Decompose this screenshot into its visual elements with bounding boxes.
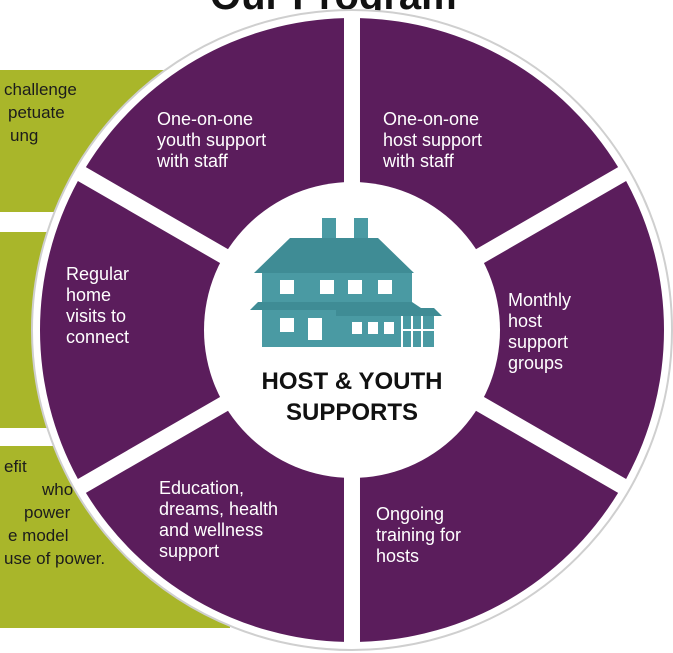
wheel-segment-6-label: with staff: [156, 151, 229, 171]
wheel-segment-3-label: hosts: [376, 546, 419, 566]
wheel-segment-2-label: groups: [508, 353, 563, 373]
wheel-segment-6-label: One-on-one: [157, 109, 253, 129]
wheel-segment-5-label: Regular: [66, 264, 129, 284]
wheel-segment-4-label: Education,: [159, 478, 244, 498]
wheel-segment-6-label: youth support: [157, 130, 266, 150]
wheel-segment-2: [457, 180, 664, 480]
wheel-segment-3-label: Ongoing: [376, 504, 444, 524]
wheel-segment-5-label: connect: [66, 327, 129, 347]
wheel-segment-5-label: home: [66, 285, 111, 305]
wheel-segment-2-label: support: [508, 332, 568, 352]
center-label-line-2: SUPPORTS: [286, 399, 418, 426]
side-box-top-text: challenge petuate ung: [4, 80, 77, 145]
wheel-segment-2-label: Monthly: [508, 290, 571, 310]
side-box-bottom-text: efit who power e model use of power.: [4, 457, 106, 568]
center-label-line-1: HOST & YOUTH: [262, 368, 443, 395]
wheel-segment-3-label: training for: [376, 525, 461, 545]
wheel-segment-4-label: support: [159, 541, 219, 561]
wheel-segment-1-label: host support: [383, 130, 482, 150]
wheel-segment-2-label: host: [508, 311, 542, 331]
house-icon: [250, 218, 442, 347]
wheel-segment-5: [39, 180, 247, 480]
wheel-segment-1-label: One-on-one: [383, 109, 479, 129]
wheel-segment-5-label: visits to: [66, 306, 126, 326]
wheel-segment-4-label: and wellness: [159, 520, 263, 540]
wheel-segment-4-label: dreams, health: [159, 499, 278, 519]
wheel-segment-1-label: with staff: [382, 151, 455, 171]
